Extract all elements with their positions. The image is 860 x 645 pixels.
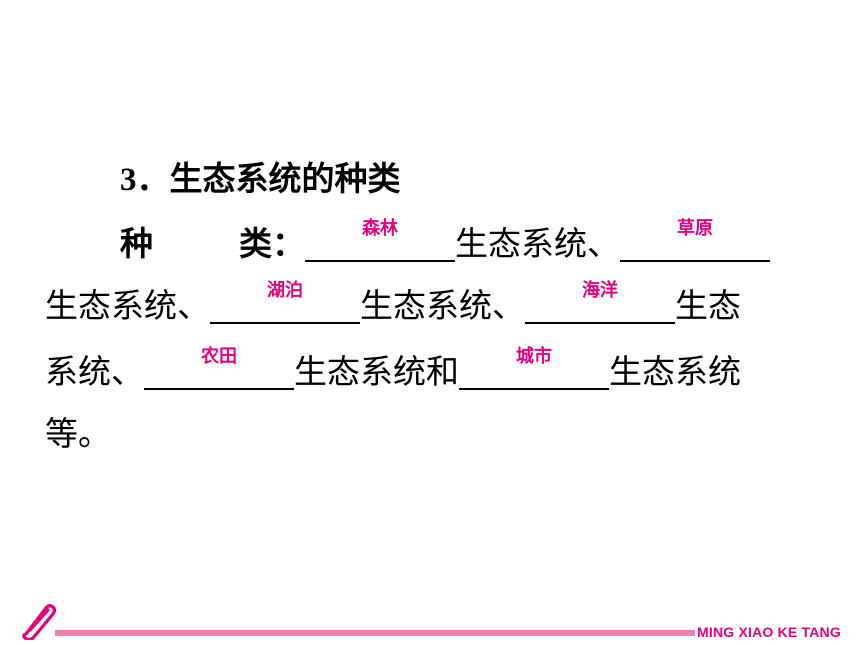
ecosystem-text: 生态系统 <box>455 224 587 263</box>
label-char-1: 种 <box>120 224 153 263</box>
section-title: 生态系统的种类 <box>169 159 401 198</box>
ecosystem-text: 生态系统 <box>45 286 177 325</box>
fill-blank-4: 海洋 <box>525 280 675 324</box>
separator: 、 <box>587 224 620 263</box>
content-line-4: 等。 <box>45 410 111 458</box>
etc-text: 等。 <box>45 414 111 453</box>
fill-blank-6: 城市 <box>459 346 609 390</box>
answer-3: 湖泊 <box>267 280 303 301</box>
answer-4: 海洋 <box>582 280 618 301</box>
ecosystem-text: 生态系统 <box>609 352 741 391</box>
fill-blank-5: 农田 <box>144 346 294 390</box>
ecosystem-text-part: 系统 <box>45 352 111 391</box>
separator: 、 <box>177 286 210 325</box>
answer-5: 农田 <box>201 346 237 367</box>
answer-6: 城市 <box>516 346 552 367</box>
conjunction: 和 <box>426 352 459 391</box>
answer-2: 草原 <box>677 218 713 239</box>
fill-blank-2: 草原 <box>620 218 770 262</box>
ecosystem-text-part: 生态 <box>675 286 741 325</box>
separator: 、 <box>492 286 525 325</box>
ecosystem-text: 生态系统 <box>294 352 426 391</box>
content-line-1: 种 类： 森林 生态系统、 草原 <box>120 218 770 268</box>
section-heading: 3．生态系统的种类 <box>120 155 401 204</box>
separator: 、 <box>111 352 144 391</box>
footer-rule <box>55 630 695 636</box>
content-line-2: 生态系统、湖泊生态系统、海洋生态 <box>45 280 741 330</box>
pencil-icon <box>22 604 57 640</box>
answer-1: 森林 <box>362 218 398 239</box>
content-line-3: 系统、农田生态系统和城市生态系统 <box>45 346 741 396</box>
brand-text: MING XIAO KE TANG <box>697 624 841 640</box>
ecosystem-text: 生态系统 <box>360 286 492 325</box>
fill-blank-1: 森林 <box>305 218 455 262</box>
section-number: 3． <box>120 162 170 198</box>
label-char-2: 类： <box>239 224 305 263</box>
fill-blank-3: 湖泊 <box>210 280 360 324</box>
